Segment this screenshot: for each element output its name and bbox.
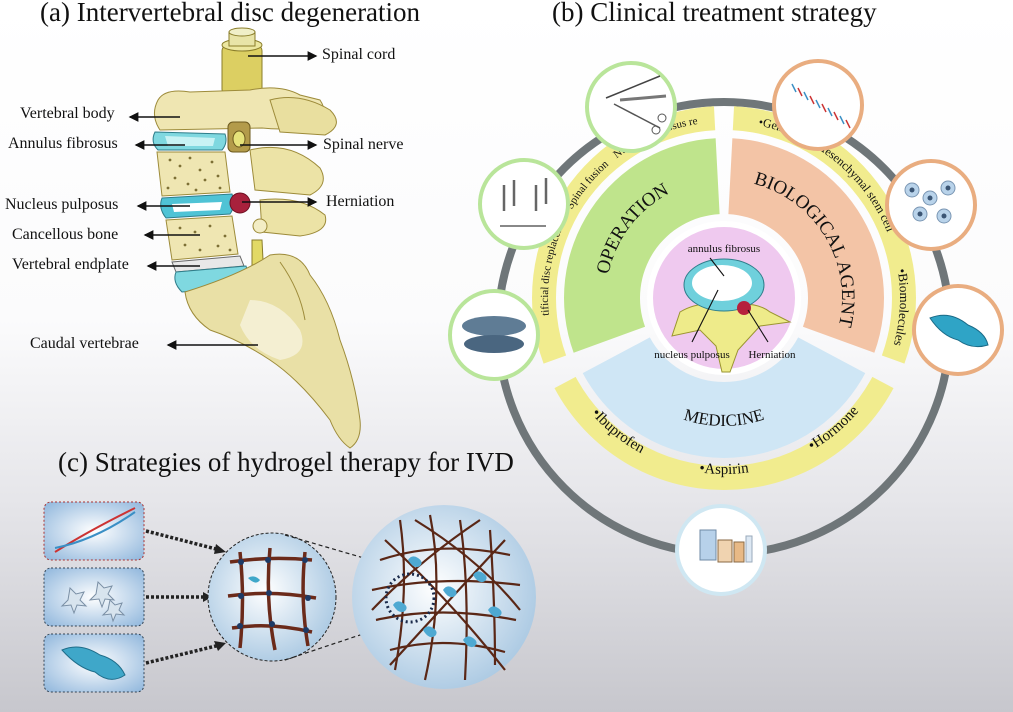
hydrogel-fiber — [393, 519, 406, 671]
medicine-item-aspirin: •Aspirin — [698, 460, 750, 478]
cancellous-pores — [166, 156, 222, 192]
label-spinal-cord: Spinal cord — [322, 46, 396, 63]
band-medicine — [554, 376, 894, 490]
hydrogel-fiber — [488, 529, 497, 666]
sector-biological — [728, 138, 884, 353]
encapsulated-cargo — [408, 556, 422, 568]
hydrogel-fiber — [371, 519, 481, 611]
encapsulated-cargo — [393, 601, 407, 613]
cargo-box-biomolecule — [43, 633, 145, 693]
band-operation — [532, 106, 716, 364]
drugs-icon — [675, 504, 767, 596]
band-biological — [732, 106, 916, 364]
panel-b-title: (b) Clinical treatment strategy — [552, 0, 877, 27]
encapsulated-cargo — [463, 636, 477, 648]
label-annulus-fibrosus: Annulus fibrosus — [8, 135, 118, 152]
sector-operation — [563, 138, 720, 353]
label-spinal-nerve: Spinal nerve — [323, 136, 404, 153]
encapsulated-cargo — [443, 586, 457, 598]
label-caudal-vertebrae: Caudal vertebrae — [30, 335, 139, 352]
center-label-herniation: Herniation — [748, 349, 796, 361]
label-vertebral-body: Vertebral body — [20, 105, 115, 122]
center-label-annulus-fibrosus: annulus fibrosus — [688, 243, 760, 255]
label-cancellous-bone: Cancellous bone — [12, 226, 119, 243]
label-nucleus-pulposus: Nucleus pulposus — [5, 196, 119, 213]
encapsulated-cargo — [488, 606, 502, 618]
hydrogel-fiber — [458, 519, 468, 681]
center-label-nucleus-pulposus: nucleus pulposus — [654, 349, 729, 361]
hydrogel-fiber — [375, 611, 517, 622]
artificial-disc-icon — [448, 289, 540, 381]
center-disc-illustration — [671, 258, 792, 373]
encapsulated-cargo — [423, 626, 437, 638]
dna-icon — [772, 59, 864, 151]
surgical-instruments-icon — [585, 61, 677, 153]
spinal-screws-icon — [478, 158, 570, 250]
label-vertebral-endplate: Vertebral endplate — [12, 256, 129, 273]
hydrogel-fiber — [389, 539, 506, 666]
panel-a-title: (a) Intervertebral disc degeneration — [40, 0, 421, 27]
hydrogel-fiber — [414, 519, 521, 611]
spinal-cord-illustration — [221, 27, 263, 96]
stem-cells-icon — [885, 159, 977, 251]
cargo-box-cells — [43, 567, 145, 627]
biomolecule-icon — [912, 284, 1004, 376]
hydrogel-fiber — [389, 641, 506, 654]
sector-medicine — [582, 337, 866, 458]
encapsulated-cargo — [473, 571, 487, 583]
label-herniation: Herniation — [326, 193, 395, 210]
panel-c-title: (c) Strategies of hydrogel therapy for I… — [58, 447, 514, 477]
cargo-box-dna — [43, 501, 145, 561]
